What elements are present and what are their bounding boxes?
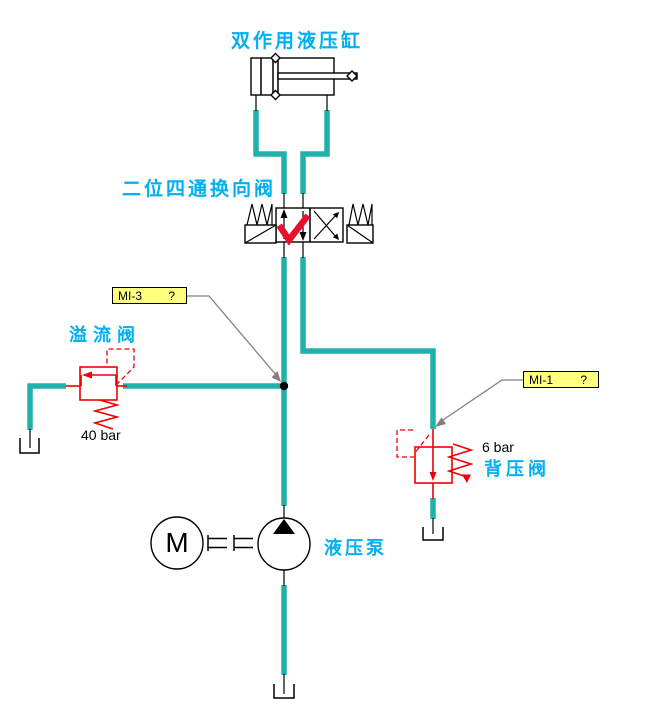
relief-pilot-line xyxy=(106,348,135,386)
flow-arrow-up xyxy=(280,209,288,218)
relief-valve-symbol[interactable] xyxy=(66,348,135,430)
spring-left xyxy=(246,203,273,226)
mi3-leader-arrow xyxy=(187,295,281,382)
relief-flow-arrow xyxy=(82,371,92,379)
motor-letter: M xyxy=(165,527,189,558)
connector-stubs xyxy=(29,95,434,694)
leader-arrowhead xyxy=(435,417,446,427)
spring-right xyxy=(348,203,373,226)
pipe-network xyxy=(27,110,436,675)
pipe-relief-to-tank[interactable] xyxy=(27,383,66,430)
motor-symbol[interactable] xyxy=(150,516,204,570)
bp-spring-arrow xyxy=(462,474,471,483)
mi1-value: ? xyxy=(580,372,587,387)
cylinder-symbol[interactable] xyxy=(250,52,358,101)
mi1-id: MI-1 xyxy=(529,372,553,387)
connector-diamond xyxy=(346,70,358,82)
flow-arrow-cross xyxy=(332,212,339,219)
back-pressure-valve-label: 背压阀 xyxy=(484,459,550,479)
tank-symbol-left[interactable] xyxy=(19,438,40,454)
piston-rod xyxy=(277,72,358,80)
directional-valve-label: 二位四通换向阀 xyxy=(122,179,277,200)
relief-valve-label: 溢流阀 xyxy=(69,325,141,345)
connector-diamond xyxy=(270,89,281,101)
leader-arrowhead xyxy=(271,371,281,382)
mi1-measurement-box[interactable]: MI-1 ? xyxy=(523,371,599,388)
flow-arrow-down xyxy=(299,232,307,241)
bp-pressure-value: 6 bar xyxy=(482,439,514,455)
bp-spring xyxy=(446,443,474,478)
active-position-check xyxy=(276,213,311,246)
mi1-leader-arrow xyxy=(435,379,523,427)
shaft-coupling xyxy=(207,535,253,551)
junction-dot xyxy=(279,381,289,391)
bp-flow-arrow xyxy=(429,472,437,481)
tank-symbol-right[interactable] xyxy=(422,527,444,541)
mi3-measurement-box[interactable]: MI-3 ? xyxy=(112,287,187,304)
pump-label: 液压泵 xyxy=(324,538,387,558)
back-pressure-valve-symbol[interactable] xyxy=(396,429,474,499)
pipe-cylinder-right[interactable] xyxy=(300,110,330,194)
flow-arrow-cross xyxy=(332,233,339,240)
connector-diamond xyxy=(270,52,281,64)
cylinder-label: 双作用液压缸 xyxy=(231,31,364,52)
relief-spring xyxy=(91,399,121,430)
tank-symbol-bottom[interactable] xyxy=(273,684,295,699)
directional-valve-symbol[interactable] xyxy=(244,203,374,246)
pump-symbol[interactable] xyxy=(257,517,311,571)
relief-pressure-value: 40 bar xyxy=(81,427,121,443)
pipe-cylinder-left[interactable] xyxy=(253,110,287,194)
bp-pilot-line xyxy=(396,429,415,458)
mi3-id: MI-3 xyxy=(118,288,142,303)
pump-direction-triangle xyxy=(273,519,295,534)
pipe-return-branch[interactable] xyxy=(300,257,436,429)
mi3-value: ? xyxy=(168,288,175,303)
